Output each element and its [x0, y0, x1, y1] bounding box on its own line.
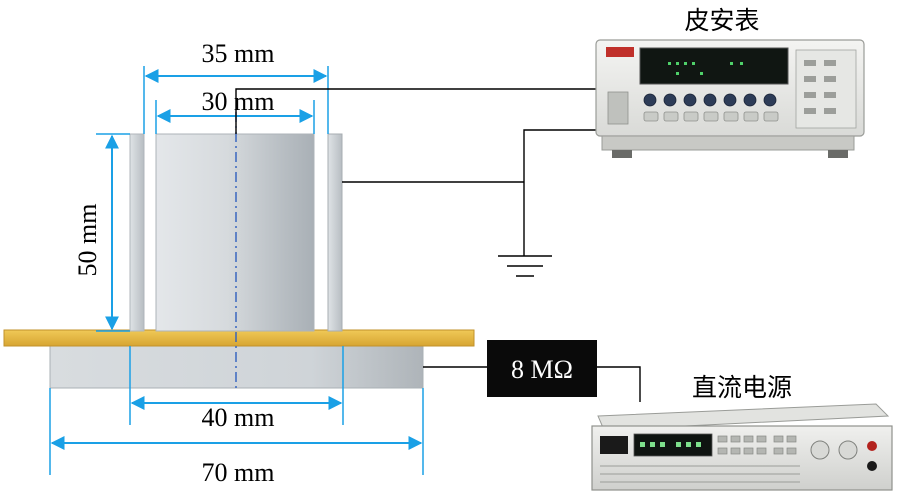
dim-label-40mm: 40 mm	[202, 403, 275, 432]
resistor-label: 8 MΩ	[511, 355, 573, 384]
dc-power-supply	[591, 403, 893, 491]
dim-label-50mm: 50 mm	[73, 204, 102, 277]
picoammeter	[595, 39, 865, 158]
dim-label-70mm: 70 mm	[202, 458, 275, 487]
dim-label-35mm: 35 mm	[202, 39, 275, 68]
ground-symbol	[498, 255, 552, 277]
measuring-electrode	[155, 133, 315, 332]
insulator-sheet	[3, 329, 475, 347]
resistor-box	[487, 340, 597, 397]
dc-supply-label: 直流电源	[692, 373, 792, 402]
picoammeter-label: 皮安表	[684, 6, 759, 35]
dimension-arrows	[50, 69, 423, 450]
dim-label-30mm: 30 mm	[202, 87, 275, 116]
wiring	[235, 88, 641, 402]
guard-ring-left	[129, 133, 145, 332]
extension-lines	[49, 66, 424, 475]
guard-ring-right	[327, 133, 343, 332]
